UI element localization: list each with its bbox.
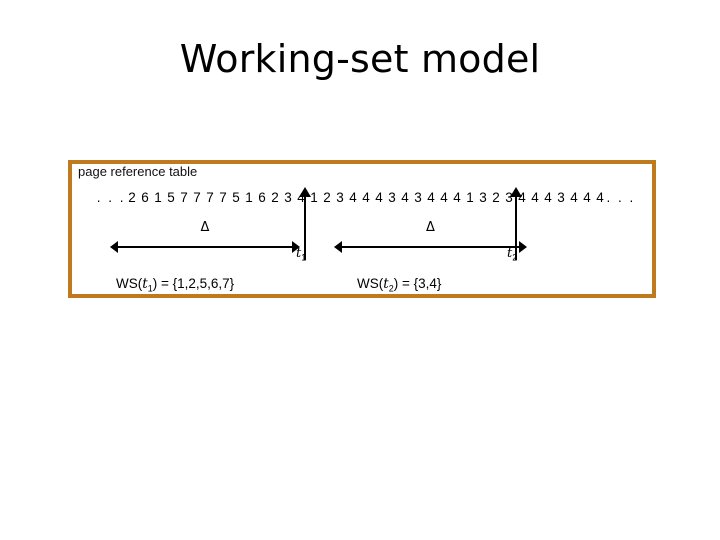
page-ref-24: 4 [440,190,448,205]
page-ref-14: 1 [310,190,318,205]
ws-prefix-1: WS( [116,276,143,291]
page-ref-32: 4 [544,190,552,205]
page-ref-30: 4 [518,190,526,205]
page-ref-13: 4 [297,190,305,205]
delta-arrow-right-1-icon [292,241,300,253]
trailing-ellipsis: . . . [606,190,636,205]
page-ref-10: 6 [258,190,266,205]
time-marker-sub-t2: 2 [512,252,518,263]
page-ref-36: 4 [596,190,604,205]
page-ref-8: 5 [232,190,240,205]
page-ref-20: 3 [388,190,396,205]
page-ref-5: 7 [193,190,201,205]
delta-symbol-1: Δ [200,220,210,235]
up-arrow-icon-t2 [510,187,522,197]
page-ref-16: 3 [336,190,344,205]
working-set-caption-1: WS(t1) = {1,2,5,6,7} [116,276,234,294]
page-ref-31: 4 [531,190,539,205]
page-ref-22: 3 [414,190,422,205]
ws-sub-2: 2 [388,283,394,294]
page-ref-11: 2 [271,190,279,205]
delta-symbol-2: Δ [426,220,435,235]
ws-prefix-2: WS( [357,276,384,291]
page-ref-34: 4 [570,190,578,205]
ws-value-2: ) = {3,4} [393,276,442,291]
page-ref-6: 7 [206,190,214,205]
page-reference-table-label: page reference table [78,164,198,179]
page-ref-1: 6 [141,190,149,205]
delta-arrow-right-2-icon [519,241,527,253]
page-ref-28: 2 [492,190,500,205]
page-ref-2: 1 [154,190,162,205]
working-set-window-1: Δ t1 [110,187,311,298]
page-title: Working-set model [179,37,541,81]
time-marker-label-t2: t2 [507,246,517,263]
time-marker-sub-t1: 1 [301,252,307,263]
page-ref-23: 4 [427,190,435,205]
time-marker-var-t1: t [296,246,302,261]
time-marker-label-t1: t1 [296,246,306,263]
time-marker-t1: t1 [296,187,311,263]
working-set-window-2: Δ t2 [334,187,527,298]
ws-value-1: ) = {1,2,5,6,7} [152,276,235,291]
time-marker-var-t2: t [507,246,513,261]
leading-ellipsis: . . . [96,190,126,205]
up-arrow-icon-t1 [299,187,311,197]
page-ref-7: 7 [219,190,227,205]
page-ref-27: 3 [479,190,487,205]
page-ref-21: 4 [401,190,409,205]
page-ref-18: 4 [362,190,370,205]
page-ref-3: 5 [167,190,175,205]
delta-span-line-2 [340,246,521,248]
page-ref-0: 2 [128,190,136,205]
page-ref-9: 1 [245,190,253,205]
page-ref-12: 3 [284,190,292,205]
page-ref-15: 2 [323,190,331,205]
page-ref-29: 3 [505,190,513,205]
delta-arrow-left-1-icon [110,241,118,253]
page-ref-19: 4 [375,190,383,205]
page-ref-33: 3 [557,190,565,205]
time-marker-t2: t2 [507,187,522,263]
delta-arrow-left-2-icon [334,241,342,253]
ws-sub-1: 1 [147,283,153,294]
ws-var-1: t [142,276,148,292]
page-ref-26: 1 [466,190,474,205]
page-ref-4: 7 [180,190,188,205]
page-ref-35: 4 [583,190,591,205]
ws-var-2: t [383,276,389,292]
page-ref-17: 4 [349,190,357,205]
working-set-caption-2: WS(t2) = {3,4} [357,276,441,294]
page-ref-25: 4 [453,190,461,205]
delta-span-line-1 [116,246,294,248]
